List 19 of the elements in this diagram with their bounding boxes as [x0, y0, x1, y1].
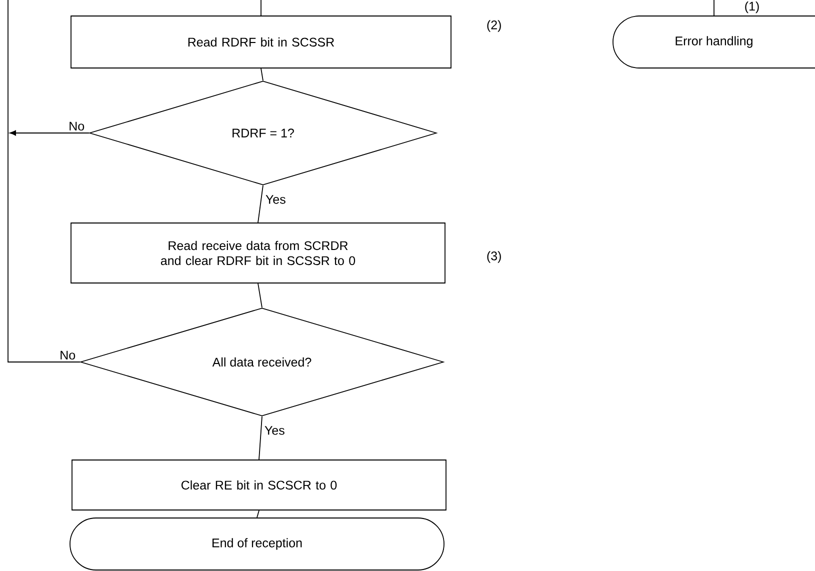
connector: [260, 68, 264, 81]
edge-label: Yes: [263, 193, 288, 206]
edge-label: Yes: [262, 424, 287, 437]
edge-label: No: [60, 350, 76, 360]
connector: [258, 416, 262, 460]
process-box: Read receive data from SCRDR and clear RDRF bit in SCSSR to 0: [70, 222, 446, 284]
step-number: (2): [487, 20, 501, 32]
process-box: Read RDRF bit in SCSSR: [70, 16, 452, 68]
process-box: Clear RE bit in SCSCR to 0: [72, 460, 446, 510]
connector: [256, 510, 260, 518]
terminal-box: End of reception: [70, 518, 444, 570]
terminal-box: Error handling: [612, 16, 815, 68]
connector: [260, 0, 262, 16]
connector: [258, 283, 262, 308]
connector: [8, 0, 80, 362]
edge-label: No: [70, 122, 84, 131]
step-number: (3): [487, 251, 501, 263]
connector: [9, 130, 90, 136]
connector: [258, 185, 264, 223]
